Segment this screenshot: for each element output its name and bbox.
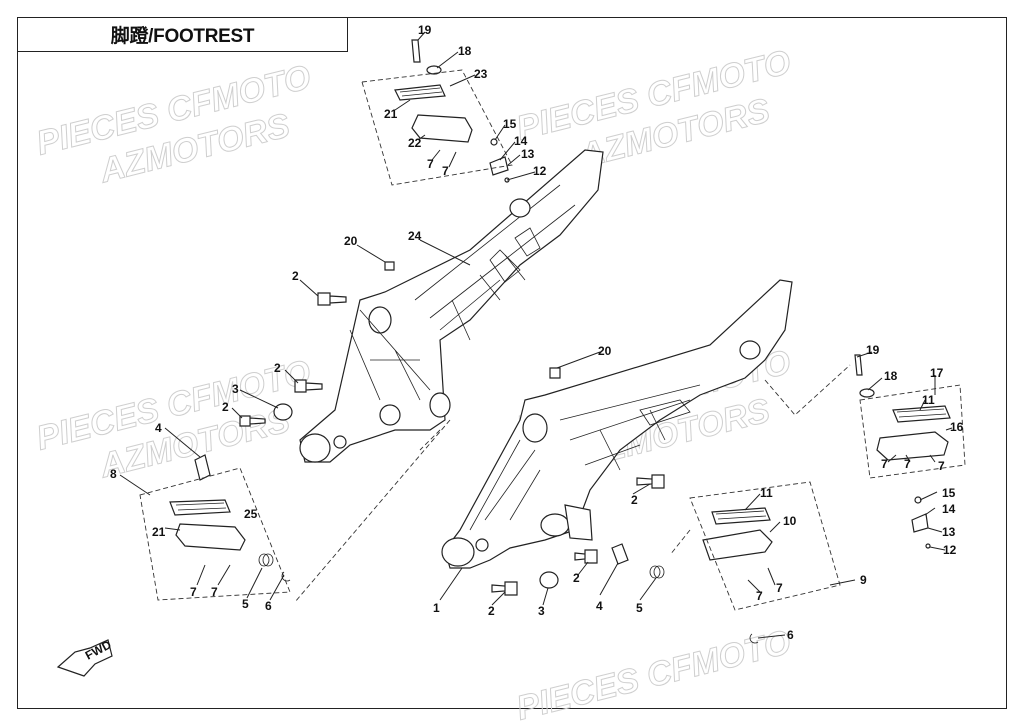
diagram-title-box: 脚蹬/FOOTREST bbox=[17, 17, 348, 52]
footpeg-right-outer bbox=[876, 405, 951, 461]
watermark-5: PIECES CFMOTO bbox=[512, 622, 795, 724]
callout: 6 bbox=[787, 628, 794, 642]
callout: 8 bbox=[110, 467, 117, 481]
callout: 14 bbox=[942, 502, 956, 516]
callout: 2 bbox=[274, 361, 281, 375]
callout: 2 bbox=[222, 400, 229, 414]
callout: 2 bbox=[631, 493, 638, 507]
callout: 20 bbox=[344, 234, 358, 248]
callout: 2 bbox=[488, 604, 495, 618]
group-outlines bbox=[139, 69, 966, 611]
callout: 12 bbox=[533, 164, 547, 178]
watermark-3: PIECES CFMOTO AZMOTORS bbox=[32, 352, 315, 486]
callouts: 19 18 23 21 22 7 7 15 14 13 12 24 20 2 2… bbox=[110, 23, 964, 642]
callout: 22 bbox=[408, 136, 422, 150]
callout: 5 bbox=[636, 601, 643, 615]
callout: 13 bbox=[521, 147, 535, 161]
callout: 24 bbox=[408, 229, 422, 243]
callout: 20 bbox=[598, 344, 612, 358]
footpeg-right-inner bbox=[702, 507, 773, 561]
callout: 7 bbox=[190, 585, 197, 599]
callout: 12 bbox=[943, 543, 957, 557]
footpeg-top bbox=[394, 84, 473, 143]
callout: 7 bbox=[211, 585, 218, 599]
callout: 7 bbox=[427, 157, 434, 171]
callout: 21 bbox=[384, 107, 398, 121]
callout: 15 bbox=[503, 117, 517, 131]
callout: 13 bbox=[942, 525, 956, 539]
callout: 14 bbox=[514, 134, 528, 148]
callout: 4 bbox=[155, 421, 162, 435]
left-footrest-bracket bbox=[299, 149, 604, 463]
callout: 7 bbox=[756, 589, 763, 603]
callout: 19 bbox=[418, 23, 432, 37]
callout: 19 bbox=[866, 343, 880, 357]
callout: 6 bbox=[265, 599, 272, 613]
callout: 25 bbox=[244, 507, 258, 521]
callout: 16 bbox=[950, 420, 964, 434]
callout: 17 bbox=[930, 366, 944, 380]
callout: 10 bbox=[783, 514, 797, 528]
callout: 7 bbox=[881, 457, 888, 471]
callout: 9 bbox=[860, 573, 867, 587]
diagram-frame bbox=[17, 17, 1007, 709]
callout: 3 bbox=[538, 604, 545, 618]
small-hardware bbox=[194, 39, 931, 644]
leader-lines bbox=[119, 31, 953, 639]
callout: 18 bbox=[458, 44, 472, 58]
footpeg-left bbox=[169, 499, 246, 551]
callout: 11 bbox=[922, 393, 935, 407]
watermark-1: PIECES CFMOTO AZMOTORS bbox=[32, 57, 315, 191]
callout: 1 bbox=[433, 601, 440, 615]
callout: 11 bbox=[760, 486, 773, 500]
callout: 2 bbox=[292, 269, 299, 283]
callout: 2 bbox=[573, 571, 580, 585]
right-footrest-bracket bbox=[441, 279, 793, 569]
callout: 7 bbox=[442, 164, 449, 178]
callout: 7 bbox=[776, 581, 783, 595]
callout: 18 bbox=[884, 369, 898, 383]
callout: 7 bbox=[938, 459, 945, 473]
callout: 23 bbox=[474, 67, 488, 81]
svg-text:PIECES CFMOTO: PIECES CFMOTO bbox=[513, 623, 795, 724]
callout: 7 bbox=[904, 457, 911, 471]
watermark-2: PIECES CFMOTO AZMOTORS bbox=[512, 42, 795, 176]
callout: 21 bbox=[152, 525, 166, 539]
callout: 3 bbox=[232, 382, 239, 396]
fwd-arrow-icon: FWD bbox=[56, 637, 114, 677]
callout: 4 bbox=[596, 599, 603, 613]
callout: 15 bbox=[942, 486, 956, 500]
callout: 5 bbox=[242, 597, 249, 611]
diagram-title: 脚蹬/FOOTREST bbox=[110, 26, 255, 47]
